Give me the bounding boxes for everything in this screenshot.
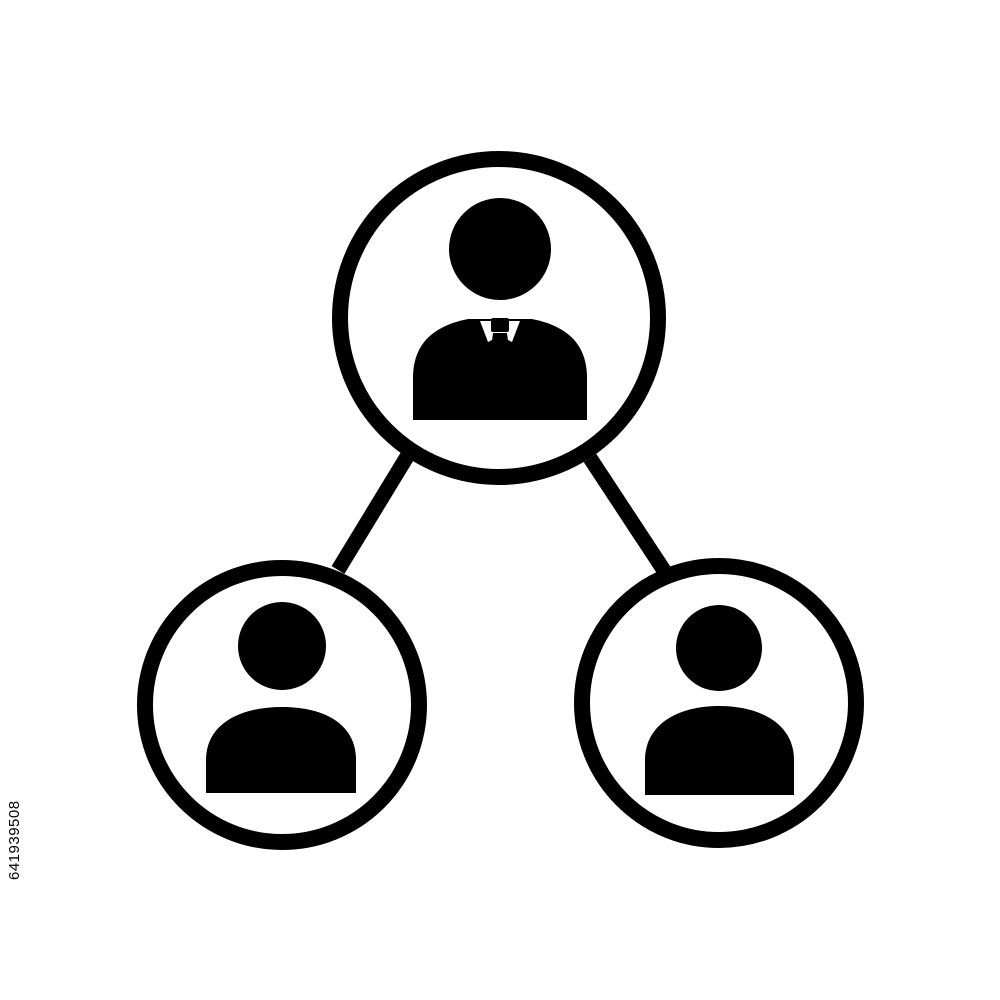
watermark-stock-id-text: 641939508	[6, 800, 23, 880]
tie-shape	[490, 333, 510, 364]
user-icon	[206, 602, 356, 793]
connector-manager-right	[583, 453, 672, 577]
head-shape	[238, 602, 326, 690]
node-member-left	[137, 560, 427, 850]
node-manager	[332, 151, 666, 485]
suit-body-shape	[413, 319, 587, 420]
businessman-icon	[413, 198, 587, 420]
node-member-right	[574, 558, 864, 848]
connector-manager-left	[331, 451, 415, 574]
body-shape	[206, 707, 356, 793]
body-shape	[645, 706, 794, 795]
head-shape	[676, 605, 762, 691]
head-shape	[449, 198, 551, 300]
user-icon	[645, 605, 794, 795]
tie-knot	[491, 318, 509, 332]
